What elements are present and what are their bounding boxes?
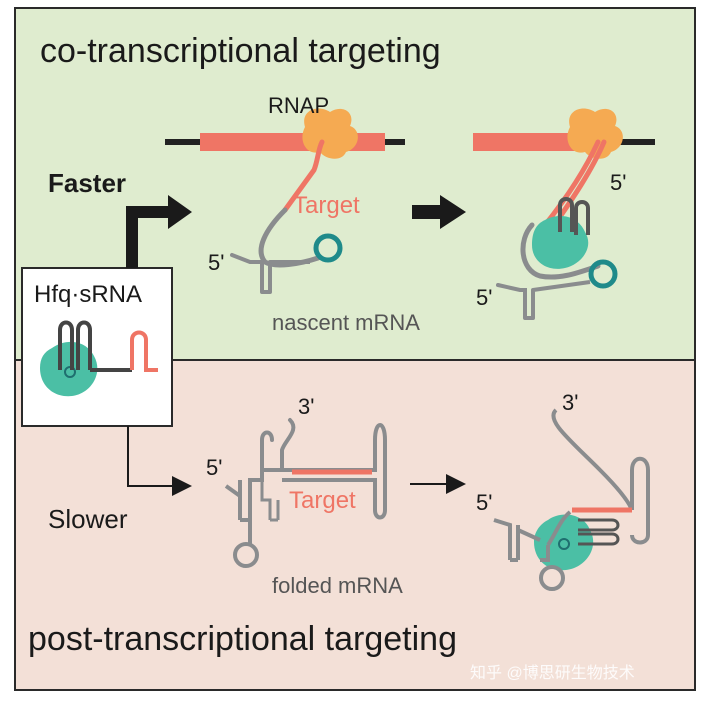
rnap-icon (302, 108, 358, 159)
five-prime-top-right-a: 5' (610, 170, 626, 195)
rnap-icon-right (567, 108, 623, 159)
nascent-mrna-label: nascent mRNA (272, 310, 420, 335)
top-left-scene: RNAP Target 5' nascent mRNA (165, 93, 420, 335)
hfq-srna-box: Hfq·sRNA (21, 267, 173, 427)
hfq-icon (40, 341, 98, 397)
target-label-bottom: Target (289, 487, 356, 514)
five-prime-bottom-left: 5' (206, 455, 222, 480)
watermark: 知乎 @博思研生物技术 (470, 664, 635, 682)
faster-arrow (126, 195, 192, 268)
folded-mrna-label: folded mRNA (272, 573, 403, 598)
top-progress-arrow (412, 195, 466, 229)
rnap-label: RNAP (268, 93, 329, 118)
three-prime-bottom-left: 3' (298, 394, 314, 419)
teal-loop-icon-right (588, 259, 618, 289)
faster-label: Faster (48, 168, 126, 198)
bottom-panel-title: post-transcriptional targeting (28, 620, 457, 658)
five-prime-top-left: 5' (208, 250, 224, 275)
three-prime-bottom-right: 3' (562, 390, 578, 415)
five-prime-bottom-right: 5' (476, 490, 492, 515)
slower-arrow (127, 426, 192, 496)
slower-label: Slower (48, 504, 128, 534)
hfq-srna-label: Hfq·sRNA (34, 281, 142, 308)
five-prime-top-right-b: 5' (476, 285, 492, 310)
bottom-right-scene: 3' 5' (476, 390, 650, 591)
top-panel-title: co-transcriptional targeting (40, 32, 441, 70)
top-right-scene: 5' 5' (473, 108, 655, 320)
bottom-left-scene: 3' 5' Target folded mRNA (206, 394, 403, 598)
teal-loop-icon (313, 233, 343, 263)
target-label-top: Target (293, 192, 360, 219)
